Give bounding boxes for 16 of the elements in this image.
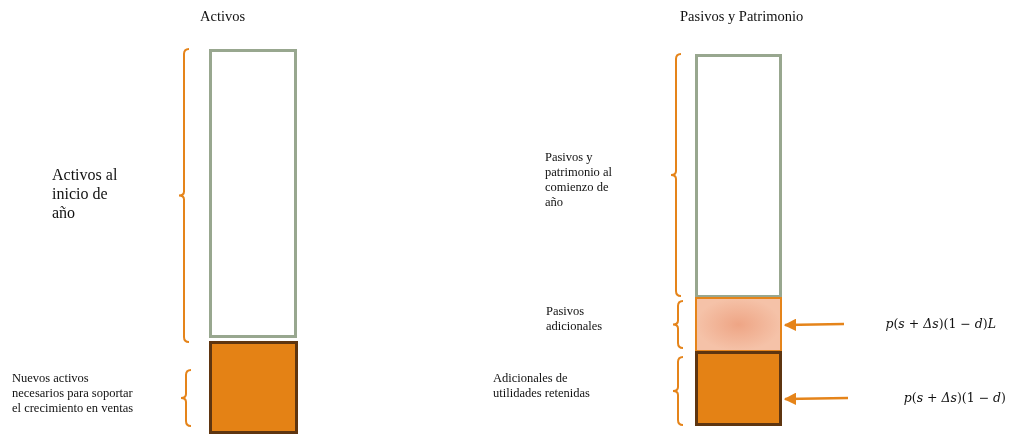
column-segment — [695, 351, 782, 426]
bracket-label: Nuevos activos necesarios para soportar el crecimiento en ventas — [12, 371, 134, 416]
arrow — [783, 318, 845, 332]
bracket-label: Adicionales de utilidades retenidas — [493, 371, 591, 401]
bracket-label: Pasivos y patrimonio al comienzo de año — [545, 150, 613, 210]
arrow — [783, 392, 849, 406]
column-segment — [695, 54, 782, 298]
column-segment — [695, 297, 782, 352]
formula-text: p(s + Δs)(1 − d) — [850, 389, 1006, 407]
formula-text: p(s + Δs)(1 − d)L — [846, 315, 996, 333]
bracket-label: Activos al inicio de año — [52, 165, 119, 223]
column-segment — [209, 341, 298, 434]
bracket-label: Pasivos adicionales — [546, 304, 604, 334]
column-segment — [209, 49, 297, 338]
column-heading: Pasivos y Patrimonio — [680, 8, 804, 26]
column-heading: Activos — [200, 8, 246, 26]
